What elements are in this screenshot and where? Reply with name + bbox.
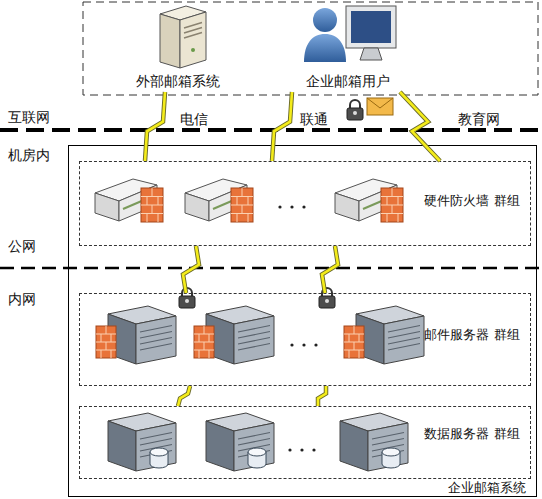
group-box: 硬件防火墙 群组 bbox=[79, 161, 531, 246]
user-icon bbox=[304, 8, 346, 62]
mail-server-icon bbox=[356, 306, 424, 364]
node-label: 外部邮箱系统 bbox=[110, 72, 245, 90]
lightning-core bbox=[318, 386, 326, 406]
mail-server-icon bbox=[206, 306, 274, 364]
lightning-link bbox=[322, 246, 338, 293]
lightning-link bbox=[400, 92, 440, 161]
disk-icon bbox=[382, 448, 400, 468]
firewall-wall-icon bbox=[96, 326, 116, 358]
lightning-core bbox=[145, 92, 165, 161]
node-label: 企业邮箱用户 bbox=[285, 72, 410, 90]
lightning-link bbox=[272, 92, 292, 161]
lightning-outline bbox=[183, 246, 199, 293]
zone-label: 公网 bbox=[8, 237, 36, 255]
isp-label: 教育网 bbox=[458, 110, 500, 128]
ellipsis-dots bbox=[290, 343, 317, 346]
lightning-core bbox=[322, 246, 338, 293]
mail-server-icon bbox=[108, 306, 176, 364]
endpoint-node: 企业邮箱用户 bbox=[285, 4, 410, 92]
lightning-core bbox=[183, 246, 199, 293]
endpoint-node: 外部邮箱系统 bbox=[110, 4, 245, 92]
node-label: 企业邮箱系统 bbox=[441, 479, 533, 497]
firewall-icon bbox=[95, 179, 163, 222]
internet-zone bbox=[83, 2, 538, 95]
lightning-core bbox=[400, 92, 440, 161]
lightning-outline bbox=[322, 246, 338, 293]
lock-icon bbox=[179, 288, 195, 308]
lightning-core bbox=[272, 92, 292, 161]
system-box: 企业邮箱系统 硬件防火墙 群组邮件服务器 群组数据服务器 群组 bbox=[68, 145, 537, 497]
disk-icon bbox=[150, 448, 168, 468]
lightning-outline bbox=[400, 92, 440, 161]
encrypted-mail-icon bbox=[347, 98, 393, 120]
zone-label: 互联网 bbox=[8, 108, 50, 126]
boundary-line bbox=[0, 128, 542, 132]
ellipsis-dots bbox=[278, 205, 305, 208]
firewall-icon bbox=[185, 179, 253, 222]
group-box: 邮件服务器 群组 bbox=[79, 293, 531, 386]
zone-label: 机房内 bbox=[8, 146, 50, 164]
mail-system-icon bbox=[160, 6, 206, 68]
data-server-icon bbox=[206, 413, 274, 471]
node-label: 邮件服务器 群组 bbox=[422, 326, 522, 344]
monitor-icon bbox=[346, 6, 396, 60]
disk-icon bbox=[248, 448, 266, 468]
boundary-line bbox=[0, 267, 542, 270]
lightning-outline bbox=[178, 386, 190, 406]
data-server-icon bbox=[108, 413, 176, 471]
lock-icon bbox=[319, 288, 335, 308]
lightning-link bbox=[178, 386, 190, 406]
lightning-outline bbox=[145, 92, 165, 161]
isp-label: 联通 bbox=[300, 110, 328, 128]
zone-label: 内网 bbox=[8, 290, 36, 308]
node-label: 数据服务器 群组 bbox=[422, 425, 522, 443]
lightning-outline bbox=[272, 92, 292, 161]
isp-label: 电信 bbox=[180, 110, 208, 128]
group-box: 数据服务器 群组 bbox=[79, 406, 531, 479]
lightning-link bbox=[145, 92, 165, 161]
lightning-core bbox=[178, 386, 190, 406]
lightning-outline bbox=[318, 386, 326, 406]
node-label: 硬件防火墙 群组 bbox=[422, 192, 522, 210]
ellipsis-dots bbox=[288, 448, 315, 451]
firewall-wall-icon bbox=[344, 326, 364, 358]
data-server-icon bbox=[340, 413, 408, 471]
lock-icon bbox=[347, 100, 363, 120]
firewall-icon bbox=[335, 179, 403, 222]
lightning-link bbox=[318, 386, 326, 406]
firewall-wall-icon bbox=[194, 326, 214, 358]
lightning-link bbox=[183, 246, 199, 293]
